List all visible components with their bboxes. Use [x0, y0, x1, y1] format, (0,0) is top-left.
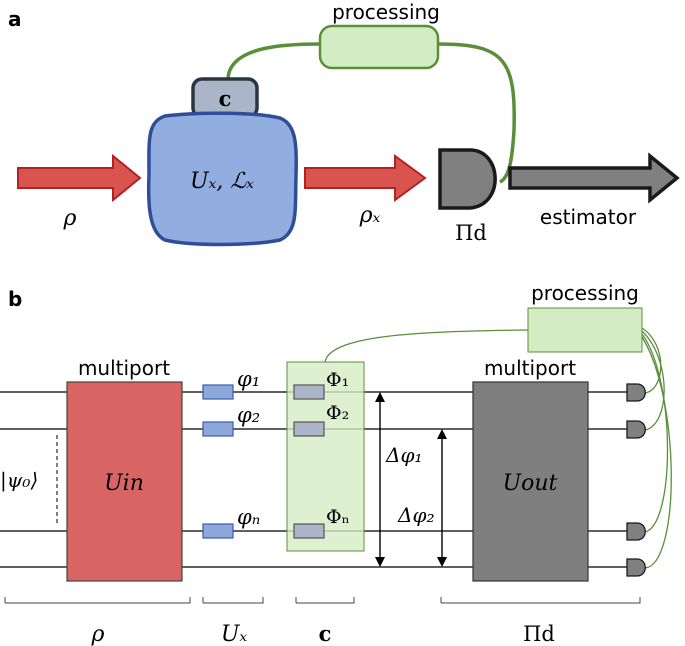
- multiport-out-label: multiport: [484, 356, 576, 380]
- bracket-u-label: Uₓ: [221, 622, 248, 646]
- processing-box-b: [527, 307, 643, 353]
- bracket-c-label: c: [319, 621, 332, 646]
- estimator-label: estimator: [540, 205, 637, 229]
- u-out-label: Uout: [503, 471, 558, 496]
- detector-b-2: [626, 420, 646, 439]
- detector-wire-2: [641, 330, 665, 431]
- delta-arrow-1-top: [375, 392, 385, 402]
- phase-label-n: φₙ: [237, 505, 260, 529]
- multiport-in-label: multiport: [78, 356, 170, 380]
- control-wire-b: [324, 329, 529, 363]
- phase-shifter-2: [202, 421, 234, 437]
- delta-arrow-1-bottom: [375, 557, 385, 567]
- measurement-label-a: Πd: [455, 221, 487, 245]
- u-out-box: [472, 381, 589, 582]
- bracket-rho-label: ρ: [91, 622, 105, 646]
- detector-wire-a: [437, 42, 516, 184]
- input-state-label: ρ: [63, 206, 77, 231]
- phase-label-2: φ₂: [237, 403, 260, 427]
- detector-a: [438, 148, 497, 210]
- u-in-box: [66, 381, 183, 582]
- bracket-c: [295, 597, 355, 604]
- control-shifter-n: [293, 523, 325, 539]
- panel-a-label: a: [8, 7, 22, 31]
- input-arrow: [17, 153, 142, 203]
- initial-state-label: |ψ₀⟩: [0, 468, 38, 493]
- detector-b-1: [626, 383, 646, 402]
- processing-label-a: processing: [332, 0, 440, 24]
- control-label: c: [219, 86, 232, 111]
- output-state-label: ρₓ: [359, 203, 381, 228]
- processing-box-a: [318, 24, 440, 70]
- phase-label-1: φ₁: [237, 367, 260, 391]
- detector-wire-3: [641, 333, 669, 533]
- detector-b-3: [626, 522, 646, 541]
- detector-b-4: [626, 558, 646, 577]
- bracket-pi: [440, 597, 641, 604]
- delta-arrow-2-top: [437, 429, 447, 439]
- channel-label: Uₓ, ℒₓ: [190, 169, 254, 194]
- panel-b-label: b: [8, 287, 22, 311]
- control-shifter-1: [293, 384, 325, 400]
- channel-box: [146, 111, 298, 247]
- u-in-label: Uin: [104, 471, 144, 496]
- delta-arrow-2-bottom: [437, 557, 447, 567]
- control-label-n: Φₙ: [326, 506, 350, 528]
- processing-label-b: processing: [531, 281, 639, 305]
- bracket-u: [202, 597, 264, 604]
- control-wire-a: [226, 42, 321, 81]
- phase-shifter-1: [202, 384, 234, 400]
- estimator-arrow: [508, 152, 680, 204]
- bracket-rho: [4, 597, 191, 604]
- delta-label-1: Δφ₁: [385, 443, 422, 467]
- control-label-1: Φ₁: [326, 369, 349, 391]
- bracket-pi-label: Πd: [523, 622, 555, 646]
- control-label-2: Φ₂: [326, 402, 349, 424]
- control-shifter-2: [293, 421, 325, 437]
- detector-wire-4: [641, 336, 672, 569]
- delta-label-2: Δφ₂: [397, 503, 434, 527]
- phase-shifter-n: [202, 523, 234, 539]
- output-arrow: [304, 154, 427, 202]
